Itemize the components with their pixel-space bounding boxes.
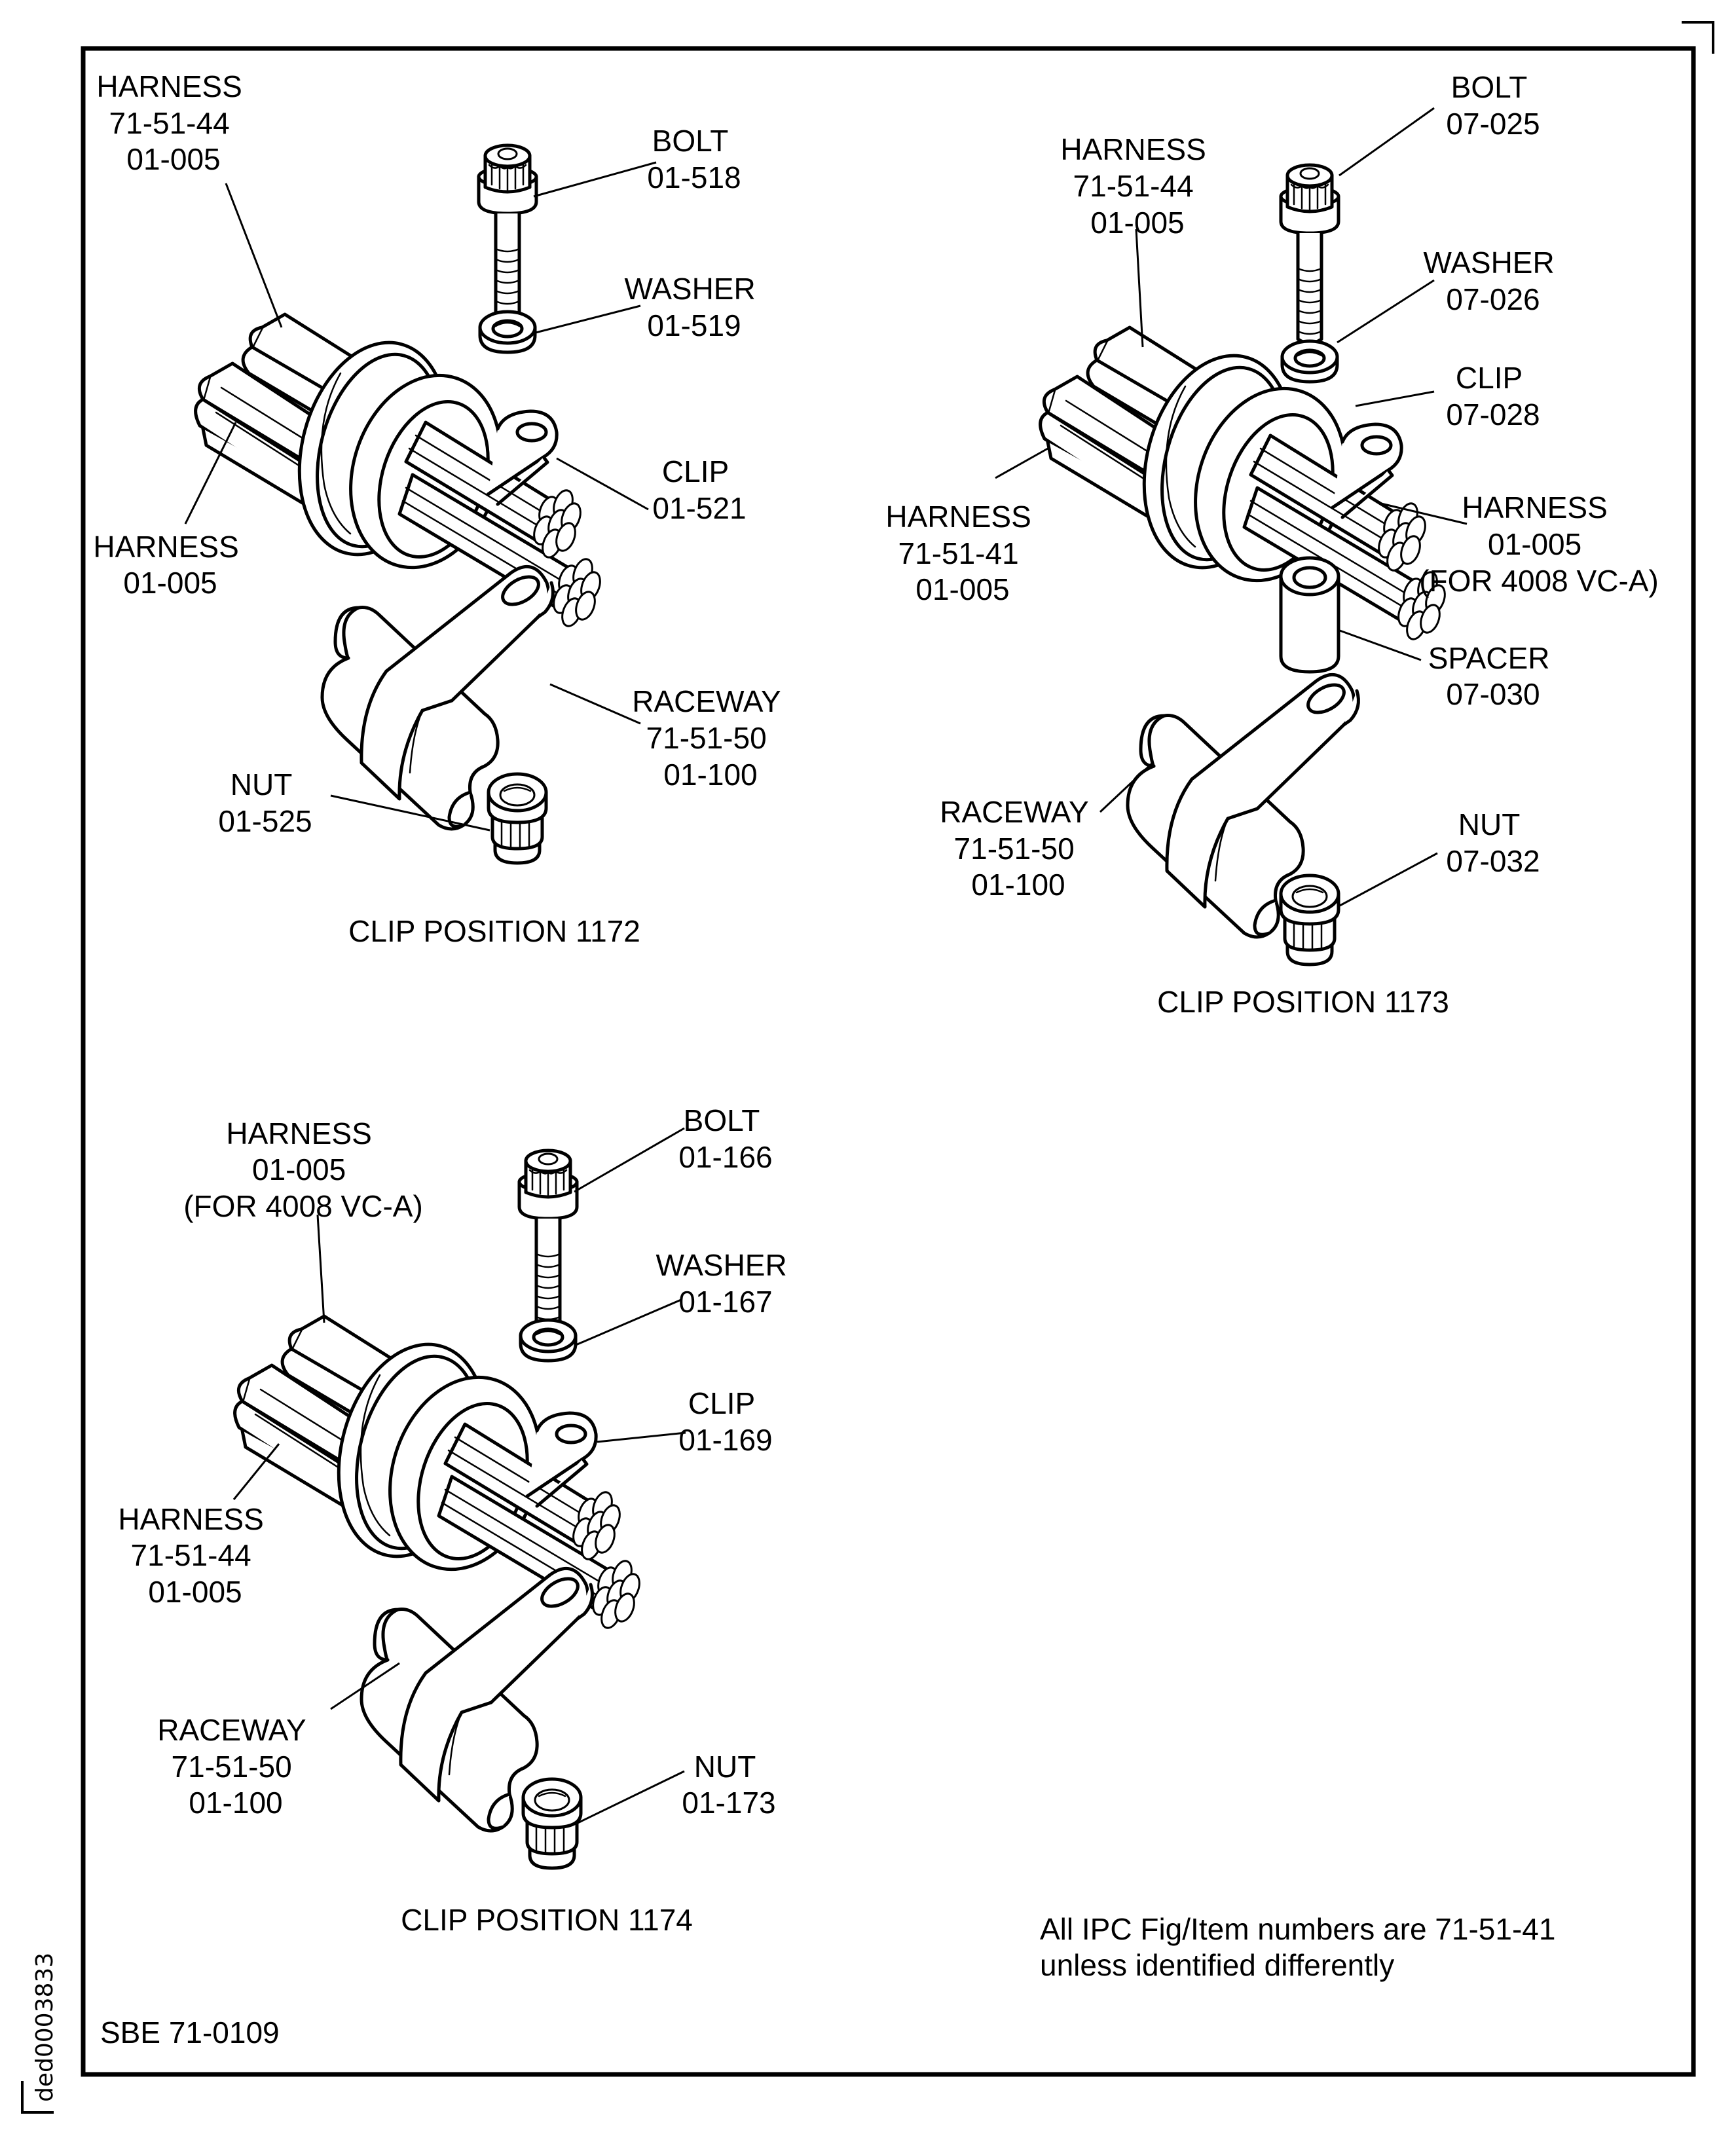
bolt-part: [1281, 165, 1339, 343]
leader-harness-lower: [184, 422, 237, 524]
washer-label: WASHER 07-026: [1424, 246, 1563, 316]
corner-mark-bottom-left: [21, 2081, 54, 2114]
washer-label: WASHER 01-519: [625, 272, 764, 342]
washer-part: [1282, 341, 1337, 382]
leader-washer: [1337, 279, 1435, 344]
leader-bolt: [574, 1127, 685, 1193]
assembly-clip-position-1172: HARNESS 71-51-44 01-005 BOLT 01-518 WASH…: [93, 69, 788, 948]
leader-raceway: [330, 1662, 400, 1710]
leader-harness-upper: [225, 183, 283, 328]
washer-label: WASHER 01-167: [656, 1248, 796, 1319]
leader-bolt: [533, 161, 657, 198]
raceway-label: RACEWAY 71-51-50 01-100: [940, 795, 1096, 902]
raceway-label: RACEWAY 71-51-50 01-100: [157, 1713, 314, 1820]
washer-part: [521, 1320, 576, 1361]
leader-raceway: [549, 683, 641, 725]
spacer-label: SPACER 07-030: [1428, 641, 1559, 711]
nut-label: NUT 07-032: [1446, 807, 1540, 878]
harness-upper-label: HARNESS 71-51-44 01-005: [96, 69, 250, 176]
leader-washer: [574, 1298, 682, 1347]
assembly-clip-position-1173: BOLT 07-025 HARNESS 71-51-44 01-005 WASH…: [885, 70, 1658, 1019]
ipc-note-line-1: All IPC Fig/Item numbers are 71-51-41: [1040, 1912, 1555, 1946]
drawing-frame: [81, 46, 1696, 2077]
clip-label: CLIP 01-169: [678, 1386, 772, 1457]
leader-harness-upper: [1135, 229, 1144, 348]
harness-lower-label: HARNESS 71-51-41 01-005: [885, 500, 1039, 606]
harness-upper-label: HARNESS 01-005 (FOR 4008 VC-A): [183, 1116, 423, 1223]
nut-label: NUT 01-525: [218, 767, 312, 838]
leader-harness-lower: [995, 447, 1048, 479]
spacer-part: [1281, 558, 1339, 672]
ipc-note-line-2: unless identified differently: [1040, 1948, 1394, 1982]
leader-clip: [1355, 390, 1435, 407]
clip-position-caption: CLIP POSITION 1172: [348, 914, 640, 948]
bolt-label: BOLT 01-518: [647, 124, 741, 194]
leader-harness-lower: [232, 1443, 280, 1500]
leader-bolt: [1339, 107, 1435, 177]
bolt-label: BOLT 01-166: [678, 1103, 772, 1174]
leader-nut: [576, 1770, 685, 1825]
harness-upper-label: HARNESS 71-51-44 01-005: [1060, 132, 1214, 240]
leader-washer: [535, 304, 641, 334]
raceway-label: RACEWAY 71-51-50 01-100: [632, 684, 788, 792]
nut-label: NUT 01-173: [682, 1750, 775, 1820]
leader-nut: [330, 794, 490, 832]
nut-part: [523, 1779, 581, 1868]
clip-position-caption: CLIP POSITION 1174: [401, 1903, 693, 1937]
harness-lower-label: HARNESS 71-51-44 01-005: [118, 1502, 272, 1609]
leader-nut: [1339, 852, 1438, 907]
bolt-part: [479, 145, 536, 323]
washer-part: [480, 312, 535, 352]
clip-label: CLIP 01-521: [652, 454, 746, 525]
leader-clip: [556, 457, 649, 511]
sheet-reference: SBE 71-0109: [100, 2015, 280, 2050]
leader-raceway: [1099, 762, 1154, 813]
corner-mark-top-right: [1682, 21, 1714, 54]
nut-part: [489, 774, 546, 863]
leader-harness-right: [1378, 502, 1468, 525]
leader-harness-upper: [316, 1214, 325, 1323]
side-document-id: ded0003833: [31, 1953, 58, 2102]
clip-position-caption: CLIP POSITION 1173: [1157, 985, 1449, 1019]
clip-label: CLIP 07-028: [1446, 361, 1540, 432]
harness-right-label: HARNESS 01-005 (FOR 4008 VC-A): [1419, 490, 1659, 598]
leader-clip: [597, 1431, 686, 1443]
harness-lower-label: HARNESS 01-005: [93, 530, 247, 600]
assembly-clip-position-1174: HARNESS 01-005 (FOR 4008 VC-A) BOLT 01-1…: [118, 1103, 796, 1937]
bolt-label: BOLT 07-025: [1446, 70, 1540, 141]
leader-spacer: [1339, 629, 1422, 661]
bolt-part: [519, 1150, 577, 1329]
nut-part: [1281, 875, 1339, 965]
